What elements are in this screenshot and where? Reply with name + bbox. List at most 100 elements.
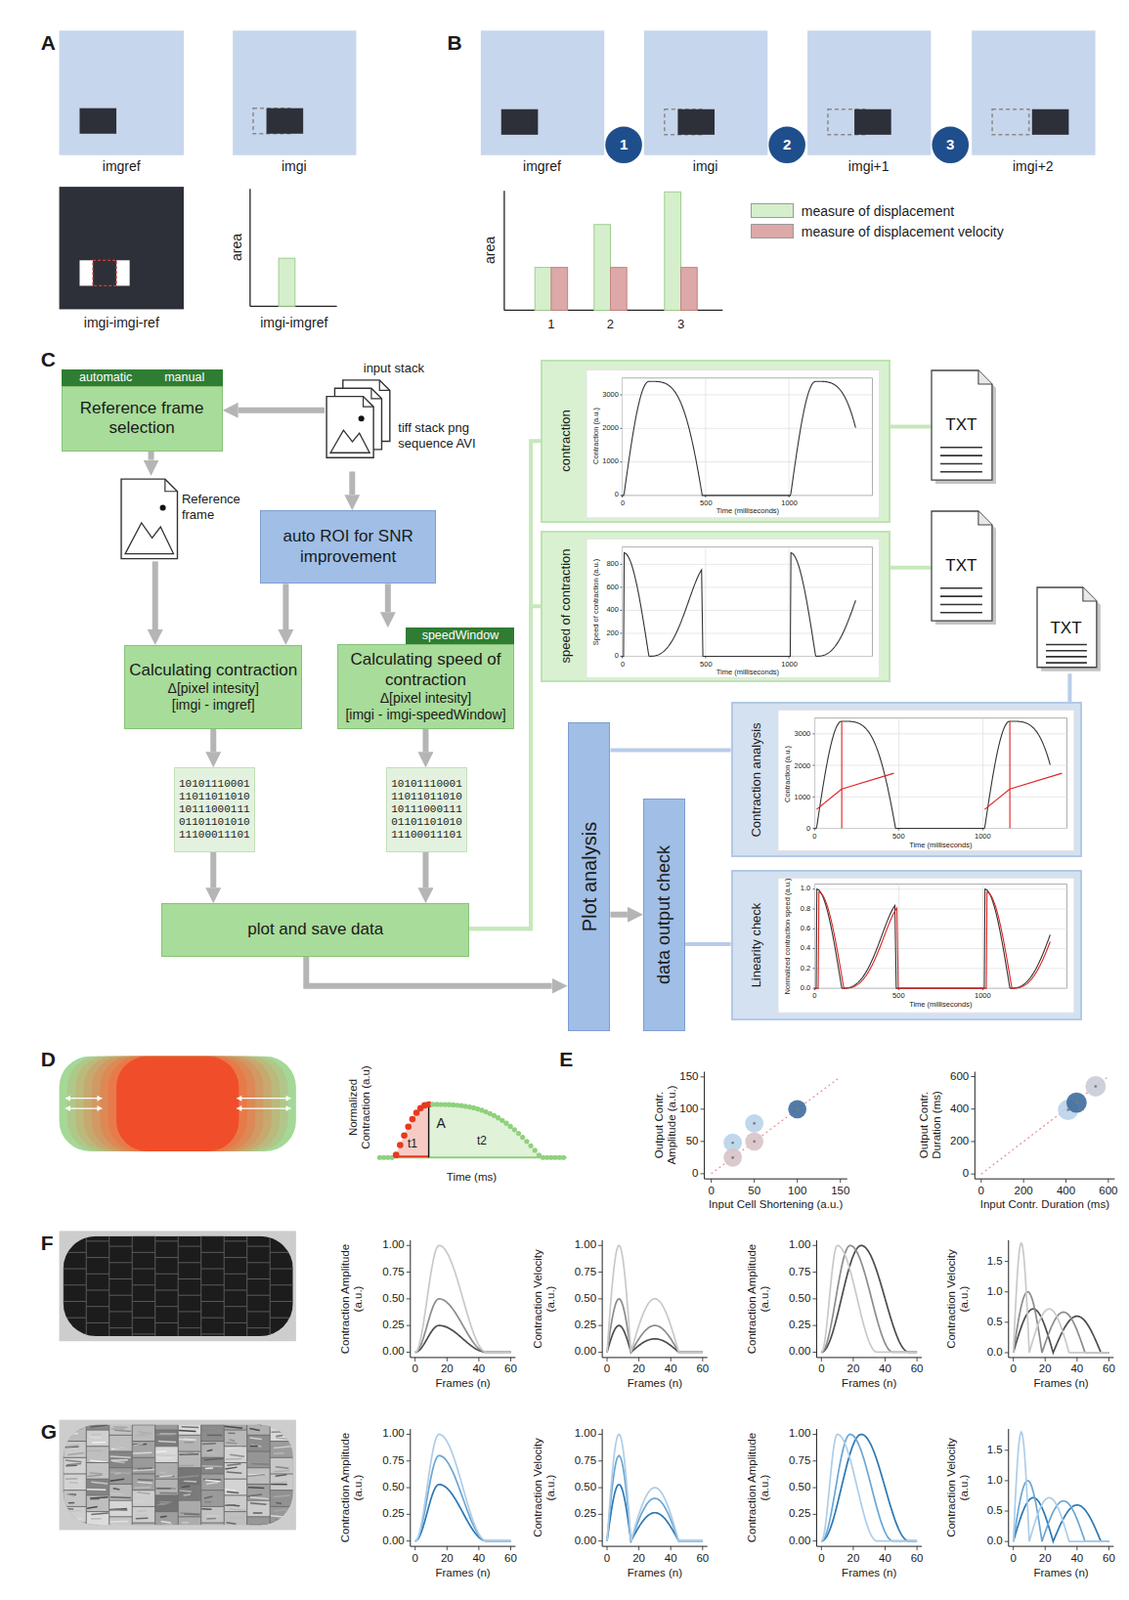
step-circle xyxy=(605,126,643,164)
connector xyxy=(609,911,627,918)
file-outline xyxy=(931,370,993,480)
chart xyxy=(812,883,1067,991)
tile-edge xyxy=(223,1494,247,1496)
tick-mark xyxy=(406,1351,411,1353)
sample-dot xyxy=(527,1143,533,1149)
step-circle xyxy=(768,126,806,164)
sample-dot xyxy=(392,1151,400,1159)
tile-edge xyxy=(201,1333,224,1335)
tick-label: 20 xyxy=(847,1552,861,1565)
tile-edge xyxy=(269,1473,293,1475)
tick-mark xyxy=(598,1271,603,1273)
chart xyxy=(598,1240,708,1362)
tick-label: 1.00 xyxy=(788,1239,811,1253)
data-curve xyxy=(821,1433,917,1541)
document-fold xyxy=(165,478,178,492)
chart-ground xyxy=(778,710,1075,852)
axis-title: Contraction Amplitude (a.u.) xyxy=(745,1241,772,1357)
data-curve xyxy=(821,1433,917,1541)
tile-edge xyxy=(247,1500,270,1502)
tile-texture xyxy=(274,1519,290,1521)
tick-mark xyxy=(700,1108,705,1110)
tile xyxy=(86,1462,109,1479)
connector xyxy=(385,583,391,612)
tile xyxy=(131,1441,155,1459)
moving-object xyxy=(677,109,715,135)
tick-mark xyxy=(1044,1357,1046,1362)
tile-texture xyxy=(132,1443,147,1446)
tile xyxy=(63,1441,87,1459)
tick-label: 0 xyxy=(614,651,619,661)
tick-label: 0 xyxy=(978,1184,985,1198)
tick-label: 0.00 xyxy=(382,1346,404,1359)
tile-texture xyxy=(110,1472,131,1474)
node-text: tiff stack png sequence AVI xyxy=(397,420,480,451)
tile-texture xyxy=(136,1481,152,1483)
plot-frame xyxy=(622,547,873,657)
tile xyxy=(131,1474,155,1491)
axis-title: Frames (n) xyxy=(627,1377,683,1390)
file-icon: TXT xyxy=(1036,586,1103,674)
image-caption: imgi+1 xyxy=(848,158,890,174)
tick-mark xyxy=(710,1178,712,1183)
file-icon: TXT xyxy=(930,369,999,486)
tile-edge xyxy=(131,1301,155,1303)
tick-label: 0.5 xyxy=(987,1504,1003,1518)
tile-texture xyxy=(158,1440,176,1443)
tick-mark xyxy=(406,1460,411,1462)
tile-edge xyxy=(63,1506,87,1508)
tick-label: 150 xyxy=(679,1070,698,1084)
tick-label: 0.50 xyxy=(574,1480,597,1494)
plot-frame xyxy=(622,377,873,495)
tick-label: 0.25 xyxy=(788,1319,811,1333)
file-icon: TXT xyxy=(930,510,999,627)
tick-mark xyxy=(700,1140,705,1142)
tile-texture xyxy=(91,1433,102,1435)
tile-texture xyxy=(183,1479,197,1482)
tile-texture xyxy=(110,1478,126,1481)
tile-texture xyxy=(159,1472,167,1475)
tile xyxy=(177,1483,201,1501)
tile-edge xyxy=(269,1440,293,1442)
analysis-marker xyxy=(841,774,894,790)
image-frame xyxy=(480,30,605,155)
tile xyxy=(63,1425,87,1427)
tile xyxy=(223,1446,247,1464)
tile-edge xyxy=(108,1236,110,1337)
tile-texture xyxy=(225,1441,237,1444)
tile xyxy=(155,1512,178,1526)
tick-mark xyxy=(406,1540,411,1542)
motion-arrowhead xyxy=(236,1105,242,1112)
data-block: 10101110001 11011011010 10111000111 0110… xyxy=(386,767,469,853)
tile-edge xyxy=(154,1425,156,1525)
tick-mark xyxy=(852,1357,854,1362)
data-curve xyxy=(821,1433,917,1541)
tile-texture xyxy=(135,1517,149,1520)
tile-edge xyxy=(63,1522,87,1524)
data-curve xyxy=(607,1245,703,1352)
tick-mark xyxy=(598,1351,603,1353)
motion-arrowhead xyxy=(65,1095,71,1102)
grid-line xyxy=(622,586,873,588)
image-caption: imgref xyxy=(522,158,562,174)
node-text: Δ[pixel intesity] xyxy=(380,690,472,707)
tile-edge xyxy=(155,1257,178,1259)
axis-spine xyxy=(703,1072,705,1180)
sample-dot xyxy=(516,1130,522,1136)
stack-icon xyxy=(324,359,396,473)
image-ground xyxy=(59,1420,297,1531)
node-text: Reference frame selection xyxy=(65,398,219,439)
tick-label: 0.75 xyxy=(788,1454,811,1468)
node-text: 10101110001 11011011010 10111000111 0110… xyxy=(176,778,254,843)
tick-mark xyxy=(1012,1546,1014,1551)
grid-line xyxy=(898,883,900,989)
tick-label: 0.4 xyxy=(800,944,811,954)
decay-area xyxy=(429,1104,542,1158)
tile-edge xyxy=(177,1295,201,1297)
tile-texture xyxy=(180,1485,190,1487)
tick-label: 20 xyxy=(632,1552,646,1565)
data-point-center xyxy=(752,1122,756,1126)
tile-edge xyxy=(131,1440,155,1442)
analysis-marker xyxy=(1008,721,1010,829)
axis-spine xyxy=(410,1546,517,1548)
